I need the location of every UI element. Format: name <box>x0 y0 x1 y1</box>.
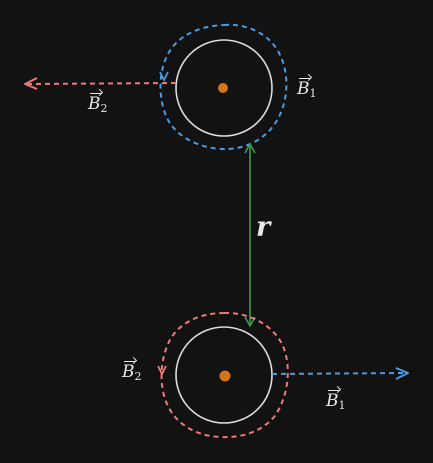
conductor-bottom <box>175 326 273 424</box>
label-b2-bottom-symbol: B <box>122 361 135 382</box>
label-b2-bottom-subscript: 2 <box>134 370 142 383</box>
separation-r <box>244 142 256 328</box>
label-distance-r: r <box>256 212 271 243</box>
label-b1-bottom-symbol: B <box>326 390 339 411</box>
field-loop-b1-top <box>159 23 288 151</box>
conductor-top-center <box>218 83 228 93</box>
vector-b2-top <box>24 77 177 90</box>
label-b2-top-symbol: B <box>88 93 101 114</box>
wire-bottom <box>157 311 409 439</box>
loop-arrow-b2-bottom <box>157 365 167 377</box>
label-b1-top-symbol: B <box>297 78 310 99</box>
separation-arrow-top <box>244 142 256 154</box>
conductor-bottom-center <box>219 370 231 382</box>
conductor-top <box>175 39 273 137</box>
loop-arrow-b1-top <box>159 71 169 83</box>
arrow-head-b1-bottom <box>395 367 409 380</box>
wire-top <box>24 23 288 151</box>
separation-arrow-bottom <box>244 316 256 328</box>
label-b2-bottom: B2 <box>122 361 142 383</box>
label-b2-top-subscript: 2 <box>100 102 108 115</box>
label-b2-top: B2 <box>88 93 108 115</box>
vector-b1-bottom <box>271 367 409 380</box>
label-b1-bottom: B1 <box>326 390 346 412</box>
label-b1-bottom-subscript: 1 <box>338 399 346 412</box>
label-b1-top-subscript: 1 <box>309 87 317 100</box>
arrow-head-b2-top <box>24 77 38 90</box>
label-b1-top: B1 <box>297 78 317 100</box>
